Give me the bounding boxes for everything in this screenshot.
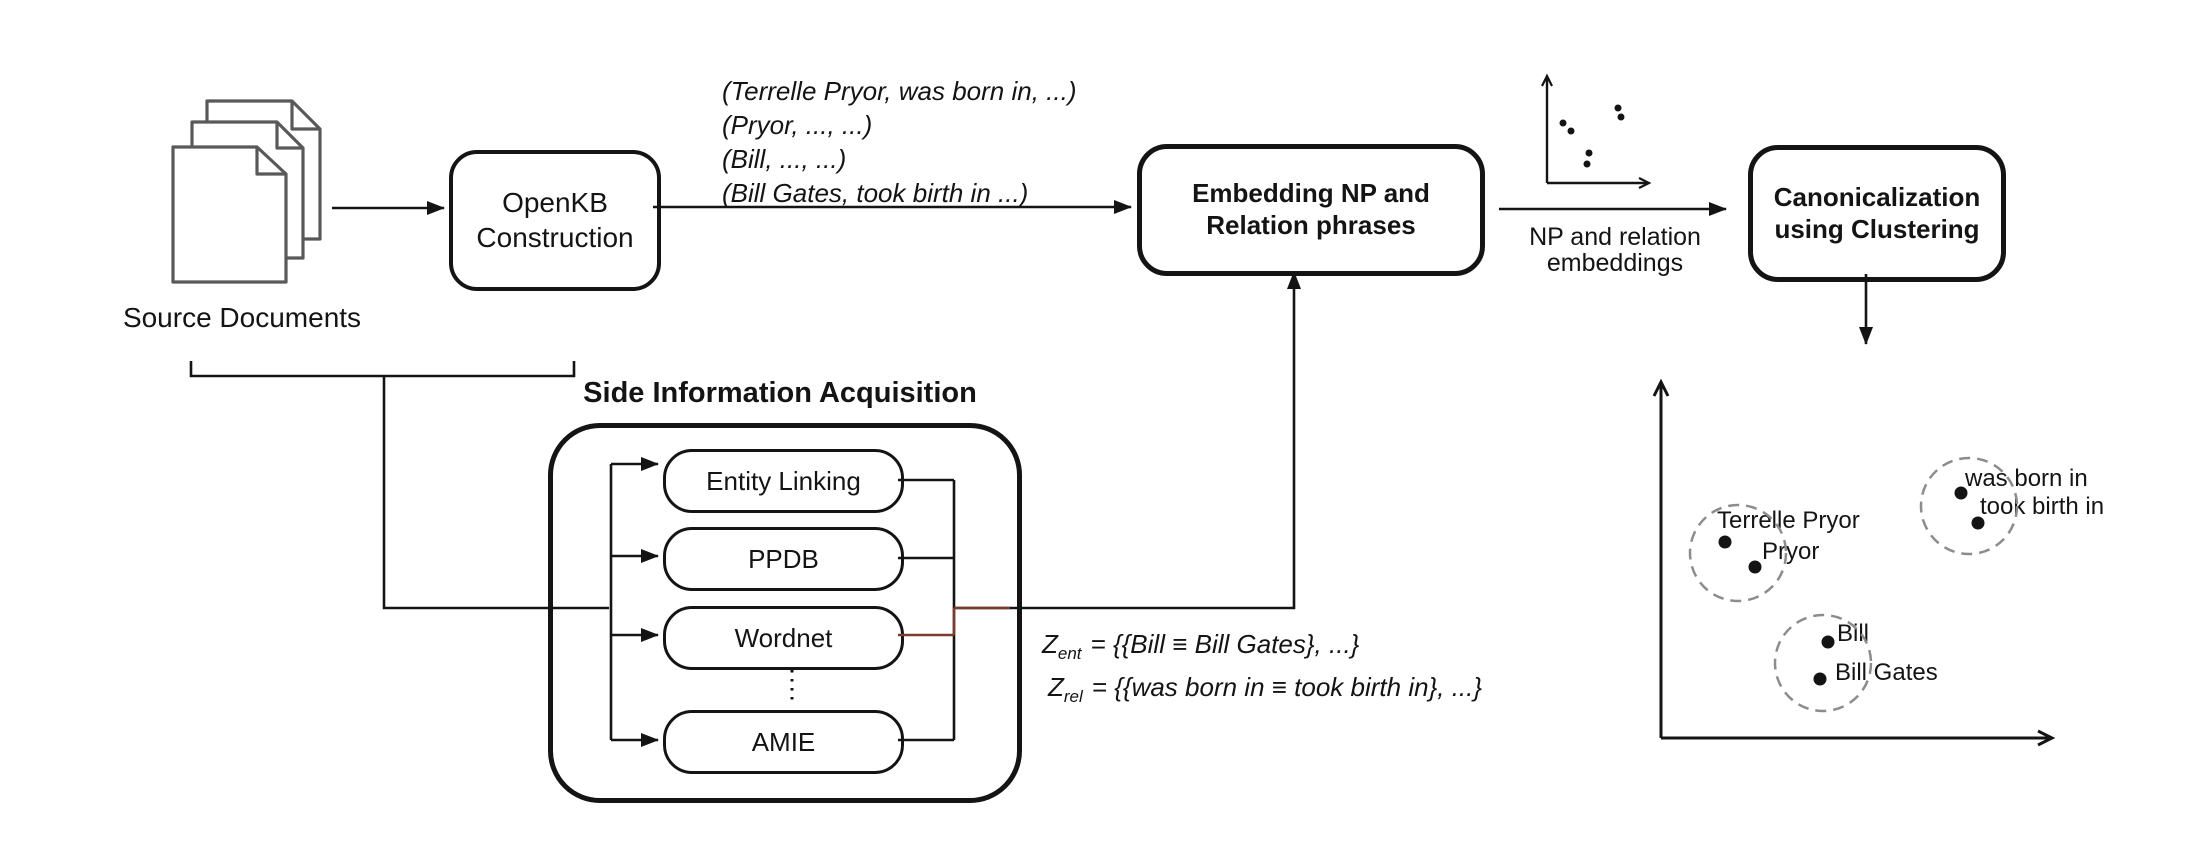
mini-scatter-dots [1559, 104, 1625, 168]
module-pill-ppdb: PPDB [663, 527, 904, 591]
cluster-label-was-born-in: was born in [1965, 465, 2088, 492]
cluster-label-bill-gates: Bill Gates [1835, 659, 1938, 686]
triple-line-4: (Bill Gates, took birth in ...) [722, 178, 1029, 208]
cluster-label-pryor: Pryor [1762, 538, 1820, 565]
zrel-symbol: Z [1048, 672, 1064, 702]
module-pill-wordnet: Wordnet [663, 606, 904, 670]
side-information-box [548, 423, 1022, 803]
openkb-construction-label: OpenKB Construction [476, 187, 634, 253]
cluster-label-took-birth-in: took birth in [1980, 493, 2105, 520]
canonicalization-box: Canonicalization using Clustering [1748, 145, 2006, 282]
side-information-title: Side Information Acquisition [583, 377, 977, 409]
embedding-label: Embedding NP and Relation phrases [1192, 178, 1430, 240]
module-label-ppdb: PPDB [748, 543, 819, 574]
embedding-box: Embedding NP and Relation phrases [1137, 144, 1485, 276]
module-label-entity-linking: Entity Linking [706, 465, 861, 496]
zent-rhs: = {{Bill ≡ Bill Gates}, ...} [1090, 629, 1360, 659]
document-text-lines-icon [196, 182, 263, 260]
zent-equation: Zent = {{Bill ≡ Bill Gates}, ...} [1042, 629, 1359, 662]
cluster-label-bill: Bill [1837, 620, 1870, 647]
source-documents-icon [171, 99, 322, 284]
bracket-under-source-documents [189, 361, 576, 378]
mini-scatter-icon [1541, 73, 1652, 189]
triple-line-2: (Pryor, ..., ...) [722, 110, 873, 140]
module-label-amie: AMIE [751, 726, 816, 757]
zrel-rhs: = {{was born in ≡ took birth in}, ...} [1091, 672, 1483, 702]
cluster-label-terrelle-pryor: Terrelle Pryor [1717, 507, 1860, 534]
np-embeddings-label-line2: embeddings [1546, 249, 1684, 277]
triple-line-3: (Bill, ..., ...) [722, 144, 847, 174]
module-label-wordnet: Wordnet [734, 622, 833, 653]
triple-line-1: (Terrelle Pryor, was born in, ...) [722, 76, 1077, 106]
canonicalization-label: Canonicalization using Clustering [1773, 181, 1981, 244]
cluster-dot-bill-gates [1813, 672, 1827, 686]
cluster-dot-bill [1821, 635, 1835, 649]
openkb-construction-box: OpenKB Construction [449, 150, 661, 291]
zrel-equation: Zrel = {{was born in ≡ took birth in}, ..… [1048, 672, 1482, 705]
cluster-dot-terrelle-pryor [1718, 535, 1732, 549]
zent-symbol: Z [1042, 629, 1058, 659]
source-documents-label: Source Documents [122, 302, 362, 333]
np-embeddings-arrow-label: NP and relation embeddings [1508, 224, 1722, 276]
np-embeddings-label-line1: NP and relation [1529, 223, 1701, 251]
module-pill-entity-linking: Entity Linking [663, 449, 904, 513]
extracted-triples-text: (Terrelle Pryor, was born in, ...) (Pryo… [722, 74, 1077, 210]
zrel-subscript: rel [1063, 687, 1083, 707]
cluster-dot-pryor [1748, 560, 1762, 574]
module-pill-amie: AMIE [663, 710, 904, 774]
zent-subscript: ent [1057, 644, 1082, 664]
